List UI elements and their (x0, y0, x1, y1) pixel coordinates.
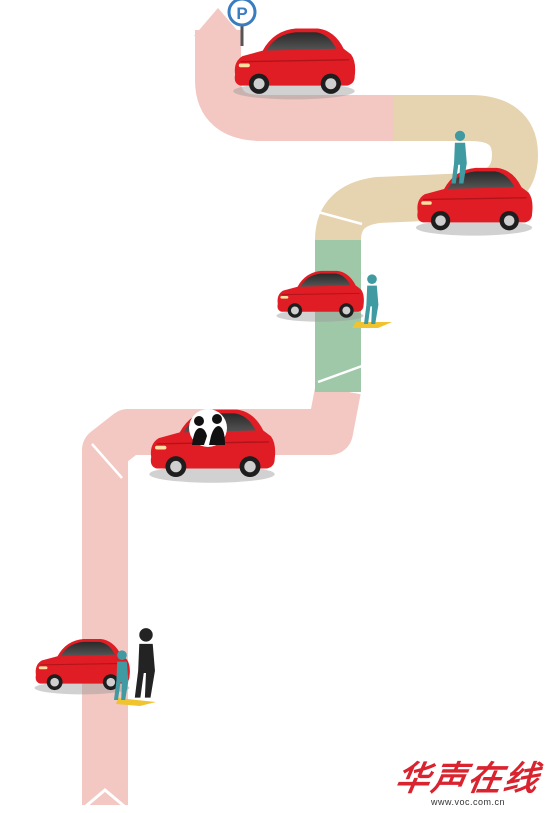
parking-sign-icon: P (227, 0, 257, 46)
road-arrow-head (194, 8, 242, 36)
parking-sign-label: P (236, 4, 247, 23)
road-divider (91, 443, 123, 479)
car-icon (33, 638, 131, 695)
road-segment-1 (82, 385, 361, 805)
site-watermark: 华声在线 www.voc.com.cn (392, 759, 544, 807)
person-shadow (352, 322, 392, 328)
road-divider (317, 210, 363, 226)
road-segment-4 (195, 30, 394, 141)
person-icon (134, 628, 155, 698)
arrow-up-icon (85, 788, 125, 808)
car-icon (275, 270, 365, 323)
watermark-url: www.voc.com.cn (430, 797, 506, 807)
person-shadow (116, 698, 156, 706)
couple-silhouette-icon (189, 409, 227, 447)
watermark-logo: 华声在线 (392, 759, 544, 799)
road-divider (317, 364, 363, 384)
car-icon (232, 27, 356, 101)
person-icon (364, 274, 379, 324)
